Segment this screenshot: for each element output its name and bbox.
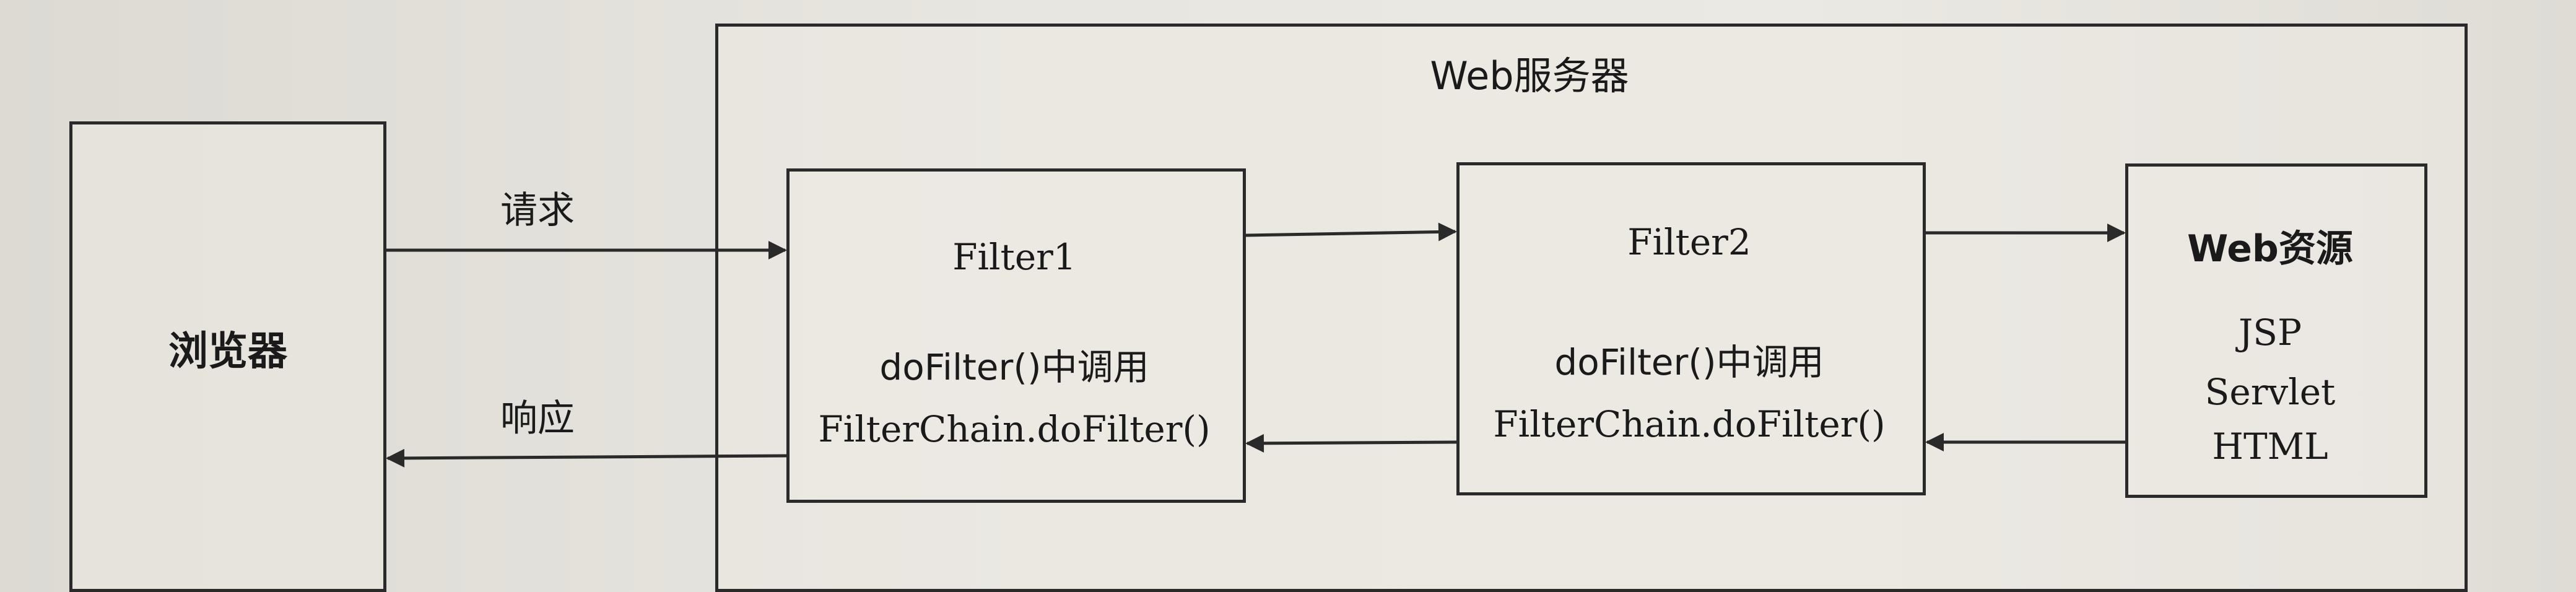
filter1-box <box>786 168 1246 503</box>
web-resource-box <box>2125 163 2427 498</box>
response-label: 响应 <box>500 397 575 440</box>
filter2-box <box>1456 162 1926 495</box>
web-resource-item-servlet: Servlet <box>2204 371 2336 413</box>
filter1-name: Filter1 <box>952 236 1076 278</box>
web-resource-item-html: HTML <box>2212 425 2328 468</box>
request-label: 请求 <box>500 189 575 232</box>
filter2-name: Filter2 <box>1627 221 1751 263</box>
browser-label: 浏览器 <box>168 329 287 375</box>
filter1-line1: doFilter()中调用 <box>879 346 1149 388</box>
arrow-filter2-to-filter1 <box>1245 433 1457 453</box>
web-server-title: Web服务器 <box>1430 53 1629 98</box>
filter1-line2: FilterChain.doFilter() <box>818 408 1211 450</box>
arrow-filter1-to-browser <box>386 448 787 468</box>
filter2-line2: FilterChain.doFilter() <box>1493 403 1886 445</box>
browser-box <box>69 121 386 592</box>
web-resource-item-jsp: JSP <box>2238 311 2302 354</box>
filter2-line1: doFilter()中调用 <box>1554 341 1824 383</box>
arrow-filter1-to-filter2 <box>1245 222 1457 242</box>
web-resource-title: Web资源 <box>2187 227 2353 271</box>
